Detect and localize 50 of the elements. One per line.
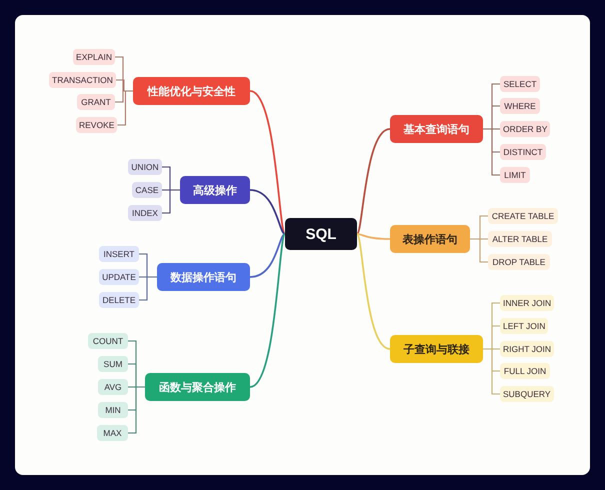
leaf-topic-label: WHERE [500,98,540,114]
leaf-topic-label: FULL JOIN [500,363,550,379]
branch-connector [250,234,286,388]
leaf-topic-label: ALTER TABLE [488,231,552,247]
branch-connector [356,234,390,350]
leaf-topic-label: INDEX [128,205,162,221]
leaf-topic-label: LIMIT [500,167,530,183]
leaf-topic-label: INNER JOIN [500,295,554,311]
bracket-connector [128,386,145,434]
bracket-connector [117,90,133,126]
leaf-topic-label: DISTINCT [500,144,546,160]
leaf-topic-label: DELETE [99,292,139,308]
branch-topic-box: 数据操作语句 [157,263,250,291]
bracket-connector [470,238,488,263]
leaf-topic-label: MIN [98,402,128,418]
bracket-connector [139,276,157,301]
branch-connector [356,233,390,240]
branch-connector [250,90,286,234]
bracket-connector [483,348,500,395]
leaf-topic-label: LEFT JOIN [500,318,548,334]
branch-topic-box: 子查询与联接 [390,335,483,363]
branch-connector [250,233,286,278]
leaf-topic-label: INSERT [99,246,139,262]
branch-topic-box: 性能优化与安全性 [133,77,250,105]
leaf-topic-label: DROP TABLE [488,254,550,270]
leaf-topic-label: AVG [98,379,128,395]
leaf-topic-label: SUM [98,356,128,372]
leaf-topic-label: EXPLAIN [73,49,115,65]
leaf-topic-label: UPDATE [99,269,139,285]
branch-connector [356,128,390,235]
leaf-topic-label: UNION [128,159,162,175]
leaf-topic-label: SUBQUERY [500,386,554,402]
branch-topic-box: 函数与聚合操作 [145,373,250,401]
branch-connector [250,189,286,235]
bracket-connector [483,128,500,176]
leaf-topic-label: MAX [97,425,128,441]
branch-topic-box: 高级操作 [180,176,250,204]
leaf-topic-label: CASE [132,182,162,198]
bracket-connector [162,189,180,214]
leaf-topic-label: GRANT [77,94,115,110]
central-topic-box: SQL [285,218,357,250]
leaf-topic-label: ORDER BY [500,121,550,137]
leaf-topic-label: TRANSACTION [49,72,116,88]
leaf-topic-label: REVOKE [76,117,118,133]
branch-topic-box: 基本查询语句 [390,115,483,143]
leaf-topic-label: RIGHT JOIN [500,341,554,357]
leaf-topic-label: COUNT [88,333,128,349]
leaf-topic-label: SELECT [500,76,540,92]
branch-topic-box: 表操作语句 [390,225,470,253]
leaf-topic-label: CREATE TABLE [488,208,558,224]
